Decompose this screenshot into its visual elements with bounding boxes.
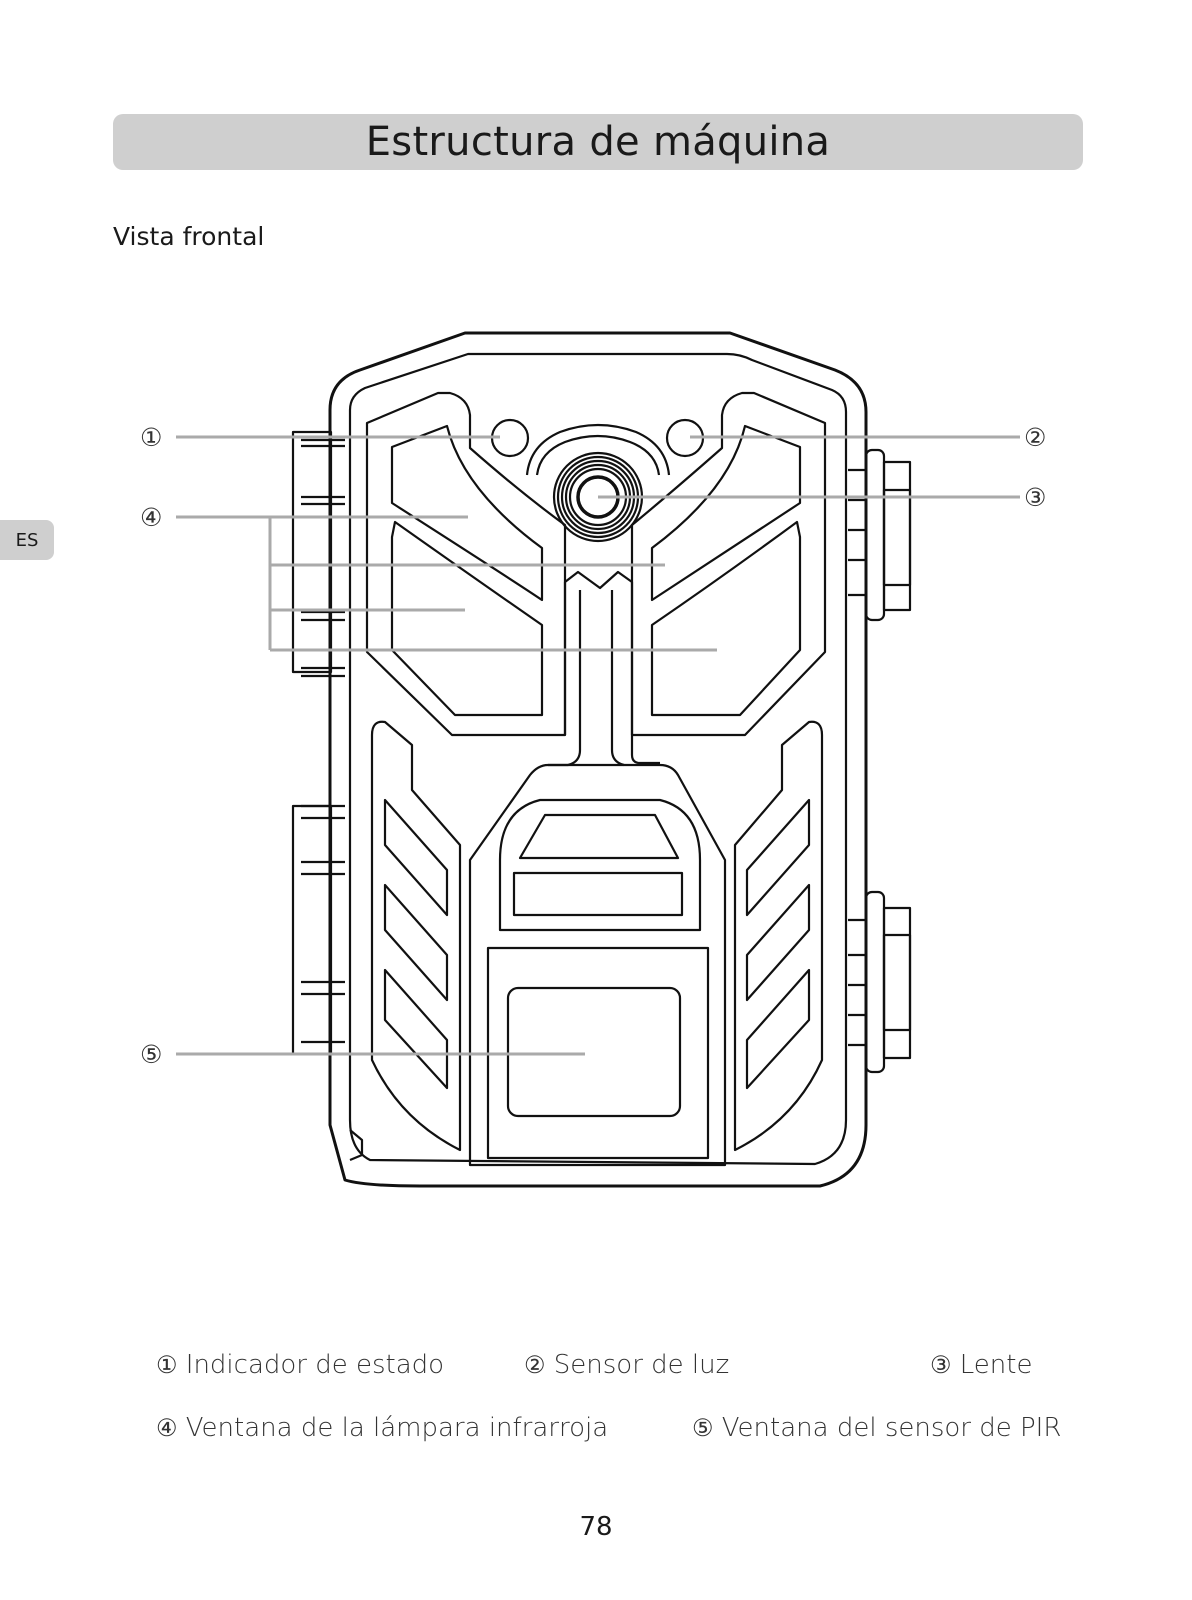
legend-item-1: ① Indicador de estado xyxy=(156,1350,445,1380)
page-title: Estructura de máquina xyxy=(365,119,831,165)
title-banner: Estructura de máquina xyxy=(113,114,1083,170)
pir-window xyxy=(506,986,682,1118)
callout-1: ① xyxy=(140,423,162,452)
legend-item-2: ② Sensor de luz xyxy=(524,1350,730,1380)
language-tab: ES xyxy=(0,520,54,560)
camera-body xyxy=(291,331,912,1188)
callout-2: ② xyxy=(1024,423,1046,452)
section-subtitle: Vista frontal xyxy=(113,222,265,251)
leader-lines xyxy=(176,435,1020,1056)
left-hinges xyxy=(291,430,345,1056)
callout-3: ③ xyxy=(1024,483,1046,512)
page-number: 78 xyxy=(579,1512,613,1542)
right-latches xyxy=(848,448,912,1074)
callout-4: ④ xyxy=(140,503,162,532)
legend-item-5: ⑤ Ventana del sensor de PIR xyxy=(692,1413,1062,1443)
callout-5: ⑤ xyxy=(140,1040,162,1069)
legend-item-4: ④ Ventana de la lámpara infrarroja xyxy=(156,1413,609,1443)
legend-item-3: ③ Lente xyxy=(930,1350,1033,1380)
